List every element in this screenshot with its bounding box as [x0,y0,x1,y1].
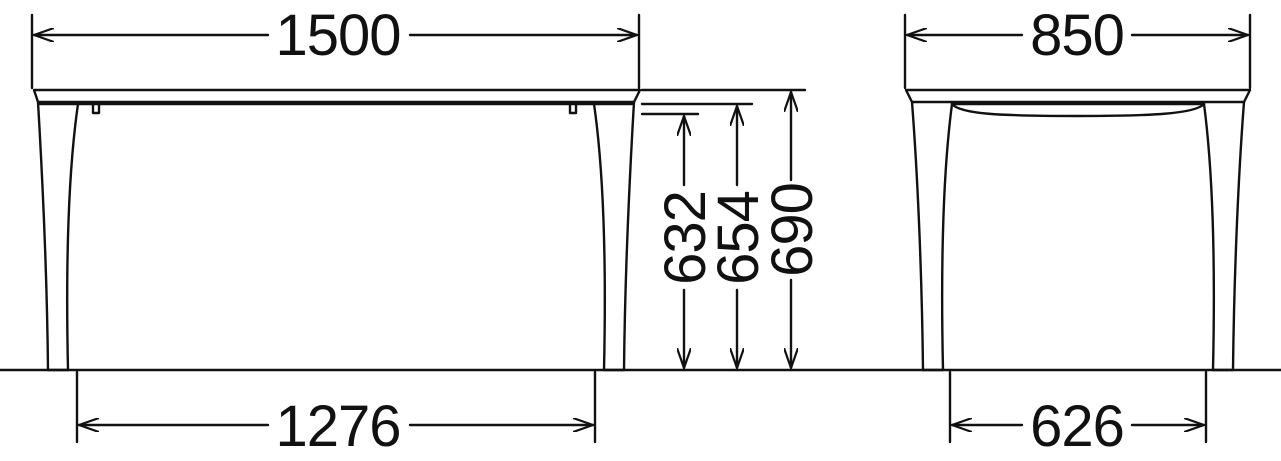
dim-side-depth [903,13,1252,90]
height-extension-lines [640,88,807,116]
label-side-depth: 850 [1030,3,1124,68]
dim-leg-span-side [948,370,1208,444]
label-front-width: 1500 [275,3,400,68]
front-tabletop [32,88,642,104]
front-leg-left [36,100,80,372]
front-bracket-right [568,102,578,115]
side-leg-right [1202,100,1246,372]
dim-front-width [30,13,641,90]
label-height-690: 690 [760,183,825,277]
side-apron-lower [950,102,1206,118]
label-leg-span-side: 626 [1030,394,1124,459]
side-leg-left [910,100,954,372]
label-height-654: 654 [706,191,771,285]
label-leg-span-front: 1276 [275,394,400,459]
side-tabletop [904,88,1252,104]
front-view-table [32,88,642,372]
label-height-632: 632 [653,191,718,285]
front-leg-right [592,100,636,372]
side-view-table [904,88,1252,372]
dim-leg-span-front [75,370,597,444]
front-bracket-left [91,102,101,115]
